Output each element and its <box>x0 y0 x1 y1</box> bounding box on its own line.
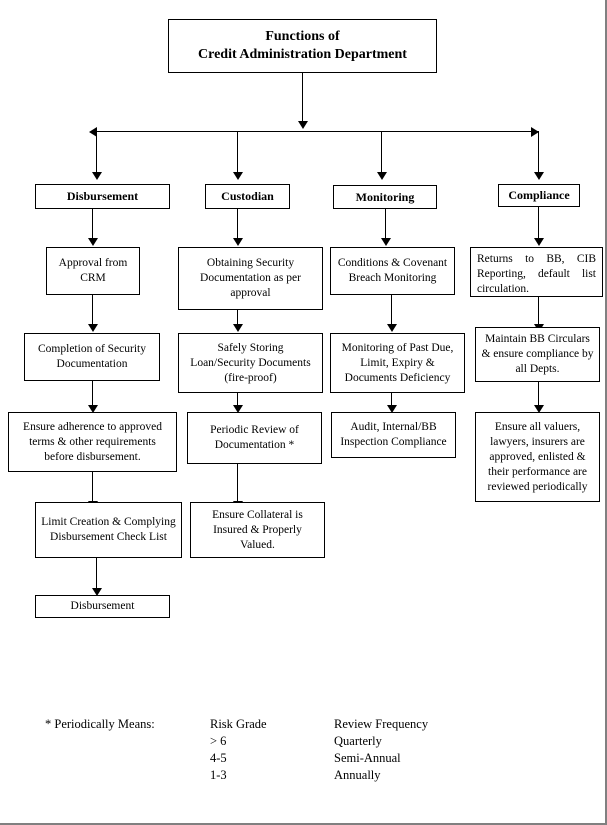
dept-label-custodian: Custodian <box>221 189 274 203</box>
bus-drop-custodian <box>237 131 238 175</box>
connector-mon-0 <box>385 209 386 241</box>
legend-grade-row-2: 1-3 <box>210 768 227 782</box>
custodian-step-1-text: Obtaining Security Documentation as per … <box>200 257 301 299</box>
arrowhead-mon-1 <box>387 324 397 332</box>
dept-box-compliance[interactable]: Compliance <box>498 184 580 207</box>
arrowhead-cust-0 <box>233 238 243 246</box>
compliance-step-2-text: Maintain BB Circulars & ensure complianc… <box>481 333 594 375</box>
bus-drop-compliance <box>538 131 539 175</box>
legend-grade-column: Risk Grade > 6 4-5 1-3 <box>210 716 267 784</box>
dept-label-monitoring: Monitoring <box>355 189 415 204</box>
arrowhead-cust-1 <box>233 324 243 332</box>
arrowhead-disb-4 <box>92 588 102 596</box>
arrowhead-comp-2 <box>534 405 544 413</box>
legend-frequency-column: Review Frequency Quarterly Semi-Annual A… <box>334 716 428 784</box>
custodian-step-4-text: Ensure Collateral is Insured & Properly … <box>212 508 303 551</box>
connector-cust-1 <box>237 310 238 327</box>
arrowhead-disb-0 <box>88 238 98 246</box>
bus-drop-arrow-custodian <box>233 172 243 180</box>
monitoring-step-1-text: Conditions & Covenant Breach Monitoring <box>337 257 448 284</box>
bus-drop-disbursement <box>96 131 97 175</box>
title-line-1: Functions of <box>265 29 340 44</box>
custodian-step-3[interactable]: Periodic Review of Documentation * <box>187 412 322 464</box>
dept-box-disbursement[interactable]: Disbursement <box>35 184 170 209</box>
compliance-step-2[interactable]: Maintain BB Circulars & ensure complianc… <box>475 327 600 382</box>
connector-mon-2 <box>391 393 392 409</box>
connector-comp-2 <box>538 382 539 409</box>
connector-disb-3 <box>92 472 93 504</box>
arrowhead-disb-2 <box>88 405 98 413</box>
title-down-arrowhead <box>298 121 308 129</box>
connector-comp-0 <box>538 207 539 241</box>
monitoring-step-2[interactable]: Monitoring of Past Due, Limit, Expiry & … <box>330 333 465 393</box>
distribution-bus-line <box>96 131 539 132</box>
bus-drop-arrow-disbursement <box>92 172 102 180</box>
monitoring-step-1[interactable]: Conditions & Covenant Breach Monitoring <box>330 247 455 295</box>
disbursement-step-2-text: Completion of Security Documentation <box>38 343 146 370</box>
disbursement-step-2[interactable]: Completion of Security Documentation <box>24 333 160 381</box>
custodian-step-2[interactable]: Safely Storing Loan/Security Documents (… <box>178 333 323 393</box>
connector-disb-1 <box>92 295 93 327</box>
bus-drop-monitoring <box>381 131 382 175</box>
disbursement-step-4[interactable]: Limit Creation & Complying Disbursement … <box>35 502 182 558</box>
legend-frequency-header: Review Frequency <box>334 717 429 731</box>
disbursement-step-3[interactable]: Ensure adherence to approved terms & oth… <box>8 412 177 472</box>
compliance-step-3-text: Ensure all valuers, lawyers, insurers ar… <box>487 420 588 493</box>
disbursement-step-4-text: Limit Creation & Complying Disbursement … <box>41 516 176 543</box>
title-box: Functions of Credit Administration Depar… <box>168 19 437 73</box>
arrowhead-mon-0 <box>381 238 391 246</box>
title-line-2: Credit Administration Department <box>198 47 407 62</box>
connector-disb-0 <box>92 209 93 241</box>
dept-label-compliance: Compliance <box>508 188 570 202</box>
connector-disb-2 <box>92 381 93 409</box>
bus-drop-arrow-compliance <box>534 172 544 180</box>
monitoring-step-2-text: Monitoring of Past Due, Limit, Expiry & … <box>341 341 454 384</box>
custodian-step-3-text: Periodic Review of Documentation * <box>210 424 299 451</box>
legend-label: * Periodically Means: <box>45 717 155 731</box>
legend-grade-row-0: > 6 <box>210 734 227 748</box>
legend-grade-row-1: 4-5 <box>210 751 227 765</box>
custodian-step-2-text: Safely Storing Loan/Security Documents (… <box>190 341 311 384</box>
arrowhead-comp-0 <box>534 238 544 246</box>
monitoring-step-3[interactable]: Audit, Internal/BB Inspection Compliance <box>331 412 456 458</box>
disbursement-step-3-text: Ensure adherence to approved terms & oth… <box>23 420 162 463</box>
legend-grade-header: Risk Grade <box>210 717 267 731</box>
disbursement-step-1[interactable]: Approval from CRM <box>46 247 140 295</box>
legend-frequency-row-0: Quarterly <box>334 734 382 748</box>
connector-cust-2 <box>237 393 238 409</box>
title-down-connector <box>302 73 303 123</box>
disbursement-step-5-text: Disbursement <box>70 600 135 612</box>
connector-comp-1 <box>538 297 539 327</box>
compliance-step-3[interactable]: Ensure all valuers, lawyers, insurers ar… <box>475 412 600 502</box>
compliance-step-1[interactable]: Returns to BB, CIB Reporting, default li… <box>470 247 603 297</box>
legend-frequency-row-1: Semi-Annual <box>334 751 401 765</box>
disbursement-step-5[interactable]: Disbursement <box>35 595 170 618</box>
custodian-step-1[interactable]: Obtaining Security Documentation as per … <box>178 247 323 310</box>
bus-left-arrowhead <box>89 127 97 137</box>
bus-drop-arrow-monitoring <box>377 172 387 180</box>
dept-label-disbursement: Disbursement <box>66 189 139 203</box>
arrowhead-disb-1 <box>88 324 98 332</box>
bus-right-arrowhead <box>531 127 539 137</box>
connector-cust-0 <box>237 209 238 241</box>
arrowhead-mon-2 <box>387 405 397 413</box>
legend-frequency-row-2: Annually <box>334 768 381 782</box>
custodian-step-4[interactable]: Ensure Collateral is Insured & Properly … <box>190 502 325 558</box>
arrowhead-cust-2 <box>233 405 243 413</box>
connector-disb-4 <box>96 558 97 592</box>
connector-cust-3 <box>237 464 238 504</box>
dept-box-custodian[interactable]: Custodian <box>205 184 290 209</box>
compliance-step-1-text: Returns to BB, CIB Reporting, default li… <box>477 253 596 295</box>
connector-mon-1 <box>391 295 392 327</box>
monitoring-step-3-text: Audit, Internal/BB Inspection Compliance <box>340 421 447 448</box>
dept-box-monitoring[interactable]: Monitoring <box>333 185 437 209</box>
disbursement-step-1-text: Approval from CRM <box>58 257 128 284</box>
